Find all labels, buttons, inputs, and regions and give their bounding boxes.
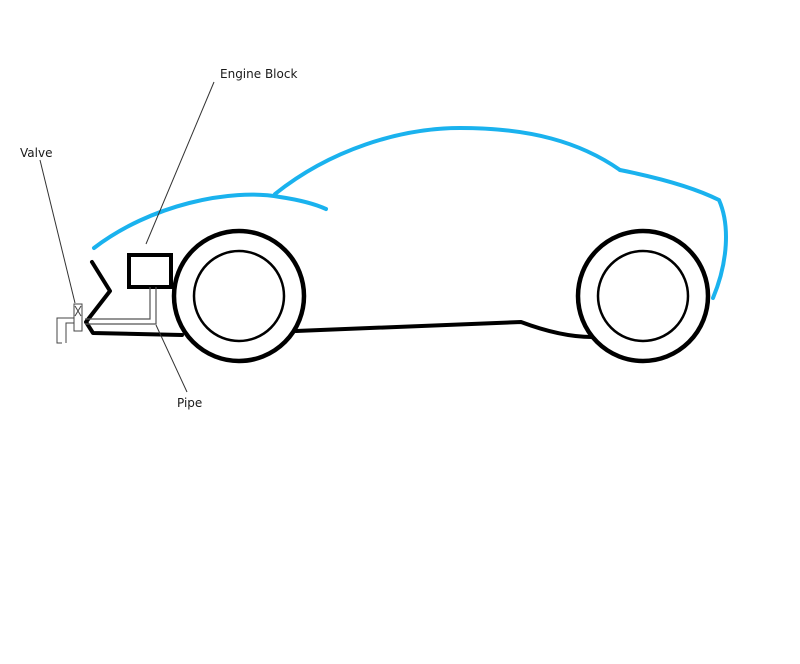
valve-body — [73, 303, 83, 332]
front-rim — [192, 249, 286, 343]
valve-mark-2 — [74, 305, 82, 317]
rear-deck-line — [618, 168, 728, 300]
pipe-outer-line — [85, 287, 157, 325]
front-nose — [84, 260, 184, 337]
rear-rim — [596, 249, 690, 343]
engine-block-label: Engine Block — [220, 67, 298, 81]
rear-tire — [575, 228, 711, 364]
hood-line — [92, 192, 328, 250]
engine-block-leader — [145, 81, 215, 245]
pipe-label: Pipe — [177, 396, 203, 410]
leader-lines — [39, 81, 215, 393]
valve-outlet-inner — [65, 322, 74, 343]
front-wheel — [171, 228, 307, 364]
underbody — [294, 320, 594, 339]
rear-wheel — [575, 228, 711, 364]
front-tire — [171, 228, 307, 364]
car-body-outline — [84, 260, 594, 339]
valve — [56, 303, 83, 344]
engine-block — [127, 253, 173, 289]
car-roof-outline — [92, 126, 728, 300]
roof-line — [273, 126, 622, 196]
valve-leader — [39, 159, 76, 304]
pipe — [85, 287, 157, 325]
pipe-inner-line — [85, 287, 151, 320]
valve-label: Valve — [20, 146, 53, 160]
pipe-leader — [155, 324, 188, 393]
valve-outlet — [56, 317, 74, 344]
